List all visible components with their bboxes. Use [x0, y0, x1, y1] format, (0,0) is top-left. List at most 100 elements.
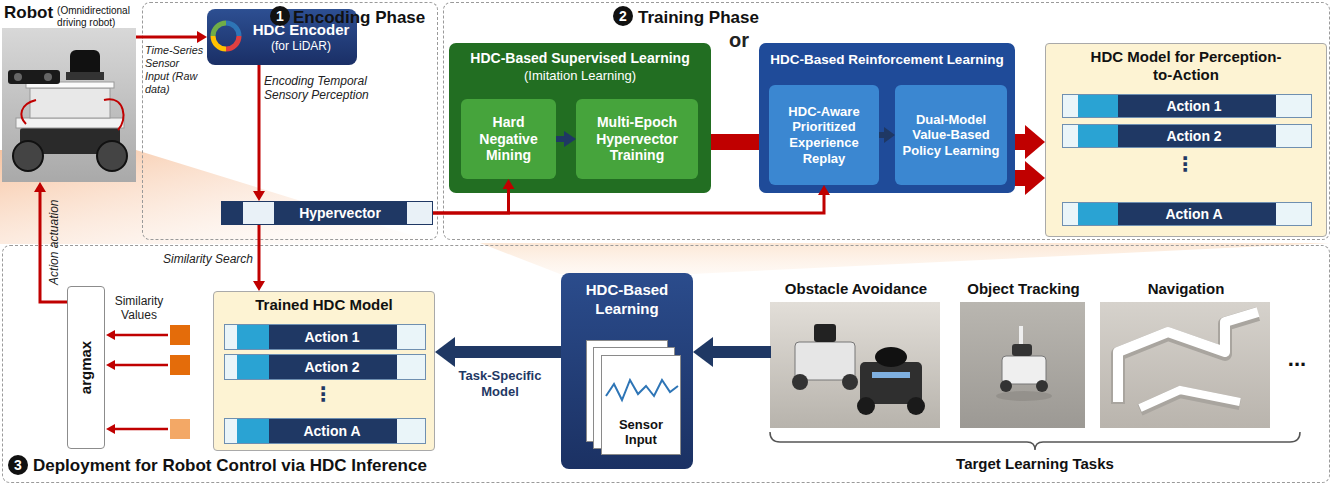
- ellipsis: ⋮: [1172, 154, 1198, 174]
- robot-photo-part: [16, 118, 124, 128]
- node-title: argmax: [78, 341, 95, 394]
- connector: [433, 179, 515, 213]
- robot-photo: [2, 28, 136, 182]
- edge-label-box: Encoding Temporal Sensory Perception: [264, 74, 394, 103]
- edge-label: Similarity Search: [150, 252, 253, 266]
- robot-node: Robot(Omnidirectional driving robot): [2, 2, 136, 182]
- edge-label: Task-Specific Model: [440, 368, 560, 399]
- group-brace: [770, 432, 1300, 450]
- task-photo: Obstacle Avoidance: [771, 279, 941, 429]
- cycle-icon-part: [213, 23, 226, 36]
- action-row: Action 1: [224, 324, 426, 350]
- connector: [433, 185, 830, 213]
- ellipsis: ...: [1280, 346, 1314, 372]
- node-title: Action A: [303, 423, 360, 439]
- node-title: Action 1: [1166, 98, 1221, 114]
- connector-line: [433, 187, 509, 213]
- node-subtitle: (for LiDAR): [271, 39, 331, 53]
- label-box: ⋮: [1172, 154, 1198, 174]
- phase-panel: Deployment for Robot Control via HDC Inf…: [2, 245, 1330, 483]
- action-row: Action 2: [224, 354, 426, 380]
- similarity-scores-part: [170, 419, 190, 439]
- task-photo-obstacle-part: [814, 324, 836, 342]
- cycle-icon-part: [226, 36, 239, 49]
- label-box: Similarity Values: [108, 294, 170, 323]
- learning-box: HDC-Based Supervised Learning(Imitation …: [449, 43, 711, 193]
- connector-line: [40, 190, 67, 302]
- robot-photo-part: [44, 73, 52, 81]
- node-title: Deployment for Robot Control via HDC Inf…: [33, 456, 1329, 476]
- node-title: Action A: [1165, 206, 1222, 222]
- task-photo-obstacle-part: [770, 302, 940, 428]
- task-photo-tracking-part: [1012, 344, 1032, 356]
- node-title: Action 2: [1166, 128, 1221, 144]
- task-photo: Object Tracking: [961, 279, 1086, 429]
- arrowhead: [818, 185, 830, 195]
- task-photo-navigation-part: [1100, 302, 1270, 428]
- similarity-scores-part: [106, 360, 115, 370]
- node-title: Action 2: [304, 359, 359, 375]
- cycle-icon: [213, 23, 239, 49]
- robot-photo-part: [30, 88, 110, 118]
- arrowhead: [197, 31, 207, 43]
- similarity-scores-part: [106, 330, 115, 340]
- learning-box: HDC-Based Reinforcement LearningHDC-Awar…: [759, 43, 1015, 193]
- edge-label-box: Similarity Search: [150, 252, 253, 266]
- node-title: Multi-Epoch Hypervector Training: [580, 114, 694, 164]
- arrowhead: [1025, 161, 1045, 195]
- node-title: Obstacle Avoidance: [771, 279, 941, 299]
- connector-line: [136, 36, 199, 39]
- method-box: Hard Negative Mining: [461, 99, 556, 179]
- action-row: Action A: [1062, 202, 1312, 226]
- task-photo-obstacle-part: [792, 374, 808, 390]
- robot-photo-part: [14, 73, 22, 81]
- robot-photo-part: [8, 70, 60, 84]
- similarity-scores: [106, 325, 190, 439]
- connector: [1015, 161, 1045, 195]
- edge-label-box: Task-Specific Model: [440, 368, 560, 399]
- task-photo-obstacle: [770, 302, 940, 428]
- connector: [435, 337, 561, 367]
- arrowhead: [253, 191, 265, 201]
- connector: [556, 131, 576, 147]
- cycle-icon-part: [213, 36, 226, 49]
- edge-label: Encoding Temporal Sensory Perception: [264, 74, 394, 103]
- robot-photo-part: [104, 99, 124, 130]
- action-row: Action 1: [1062, 94, 1312, 118]
- edge-label: Action actuation: [47, 200, 61, 285]
- task-photo-tracking-part: [1002, 356, 1046, 384]
- task-photo-tracking-part: [996, 391, 1052, 401]
- learning-box: HDC-Based LearningSensor Input: [561, 273, 693, 469]
- action-row: Action A: [224, 418, 426, 444]
- callout-number: 3: [8, 455, 28, 475]
- arrowhead: [564, 131, 576, 147]
- callout-number: 1: [270, 6, 290, 26]
- annotation: Similarity Values: [108, 294, 170, 323]
- cycle-icon-part: [226, 23, 239, 36]
- label-box: 2: [613, 6, 633, 26]
- node-title: Navigation: [1101, 279, 1271, 299]
- connector: [34, 182, 67, 302]
- node-title: Object Tracking: [961, 279, 1086, 299]
- node-title: Robot: [4, 3, 53, 23]
- similarity-scores-part: [114, 334, 168, 337]
- similarity-scores-part: [106, 424, 115, 434]
- arrowhead: [693, 337, 713, 367]
- group-label: Target Learning Tasks: [940, 455, 1130, 473]
- connector: [136, 31, 207, 43]
- task-photo-tracking-part: [1036, 380, 1048, 392]
- task-photo-navigation: [1100, 302, 1270, 428]
- arrowhead: [503, 179, 515, 189]
- callout-number: 2: [613, 6, 633, 26]
- task-photo-obstacle-part: [842, 374, 858, 390]
- similarity-scores-part: [114, 428, 168, 431]
- connector-line: [258, 65, 261, 193]
- argmax-box: argmax: [67, 286, 105, 449]
- node-title: Action 1: [304, 329, 359, 345]
- similarity-scores-part: [114, 364, 168, 367]
- edge-label-box: Action actuation: [44, 190, 64, 295]
- robot-photo-part: [97, 141, 127, 171]
- node-title: HDC Model for Perception-to-Action: [1086, 48, 1286, 84]
